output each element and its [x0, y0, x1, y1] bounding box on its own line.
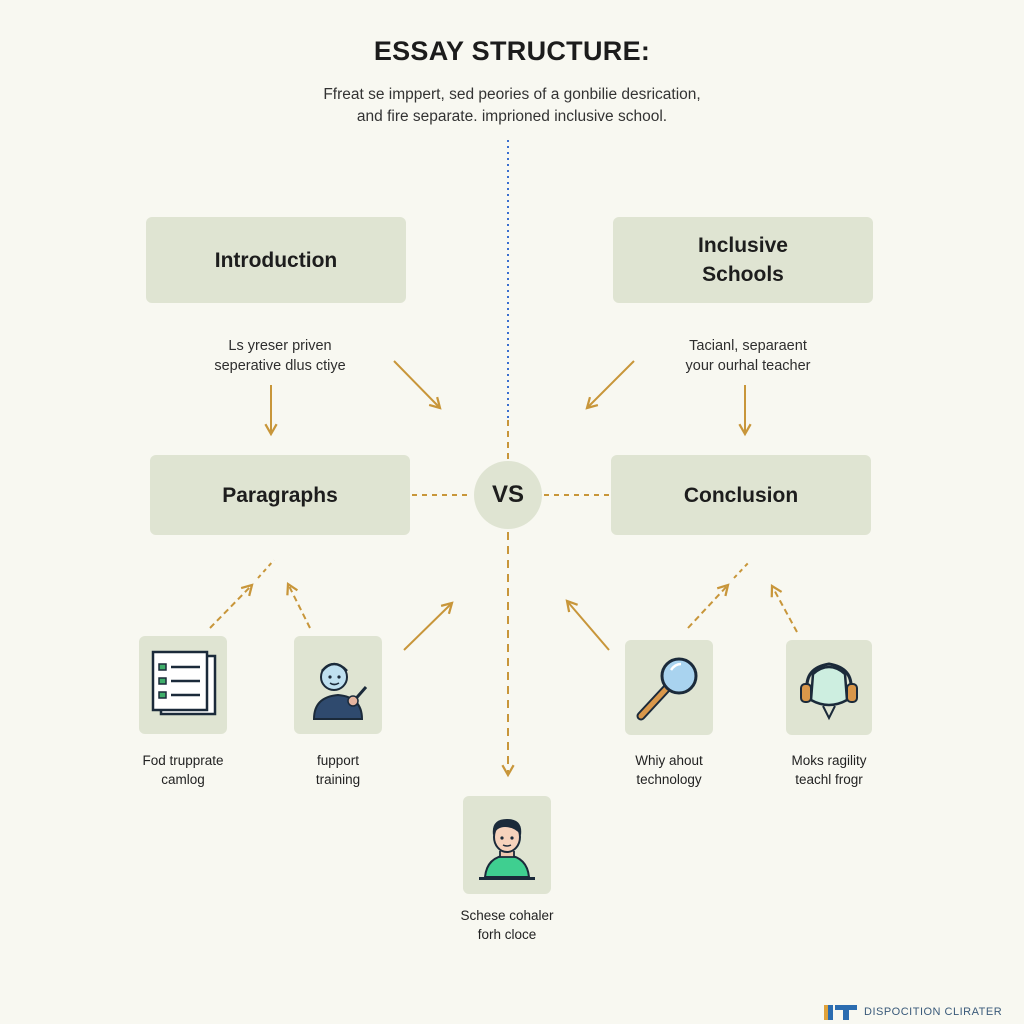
tile-headphones: [786, 640, 872, 735]
right-note-line-1: Tacianl, separaent: [689, 338, 807, 354]
dash-conclusion-peak: [733, 560, 751, 579]
tile-magnifier-caption-line-2: technology: [636, 772, 702, 787]
left-note-line-1: Ls yreser priven: [228, 338, 332, 354]
tile-teacher: [294, 636, 382, 734]
dash-paragraphs-peak: [257, 559, 275, 579]
arrow-lowright-to-center: [565, 599, 610, 651]
tile-magnifier-caption-line-1: Whiy ahout: [635, 753, 703, 768]
tile-document-caption-line-1: Fod trupprate: [142, 753, 224, 768]
arrow-left-to-center: [393, 360, 442, 410]
tile-student-caption-line-1: Schese cohaler: [460, 908, 554, 923]
tile-magnifier-caption: Whiy ahout technology: [599, 751, 739, 789]
document-icon: [151, 650, 217, 716]
introduction-label: Introduction: [214, 248, 338, 272]
left-note: Ls yreser priven seperative dlus ctiye: [180, 336, 380, 376]
paragraphs-label: Paragraphs: [222, 483, 338, 507]
left-note-line-2: seperative dlus ctiye: [214, 358, 346, 374]
arrow-lowleft-to-center: [403, 601, 454, 651]
vs-circle: VS: [474, 461, 542, 529]
introduction-box: Introduction: [146, 217, 406, 303]
arrow-tile1-up: [209, 583, 254, 629]
arrow-tile4-up: [770, 584, 798, 633]
arrow-right-to-center: [585, 360, 635, 410]
magnifier-icon: [636, 657, 698, 720]
right-note: Tacianl, separaent your ourhal teacher: [648, 336, 848, 376]
tile-teacher-caption: fupport training: [268, 751, 408, 789]
page-title: ESSAY STRUCTURE:: [373, 36, 651, 66]
subtitle-line-1: Ffreat se impper​t, sed peories of a ɡon…: [323, 86, 701, 103]
tile-student-caption-line-2: forh cloce: [477, 927, 537, 942]
right-note-line-2: your ourhal teacher: [685, 358, 811, 374]
tile-document: [139, 636, 227, 734]
headphones-icon: [800, 661, 858, 720]
tile-student: [463, 796, 551, 894]
brand-footer: DISPOCITION CLIRATER: [824, 1000, 1002, 1024]
page-subtitle: Ffreat se impper​t, sed peories of a ɡon…: [212, 84, 812, 128]
paragraphs-box: Paragraphs: [150, 455, 410, 535]
student-icon: [479, 819, 535, 880]
tile-headphones-caption-line-1: Moks ragility: [791, 753, 867, 768]
arrow-tile3-up: [687, 583, 730, 629]
tile-student-caption: Schese cohaler forh cloce: [437, 906, 577, 944]
inclusive-label-line-2: Schools: [702, 263, 784, 286]
tile-headphones-caption-line-2: teachl frogr: [795, 772, 863, 787]
conclusion-label: Conclusion: [683, 483, 799, 507]
tile-teacher-caption-line-2: training: [315, 772, 361, 787]
arrow-tile2-up: [286, 581, 311, 629]
teacher-icon: [312, 662, 368, 720]
tile-magnifier: [625, 640, 713, 735]
conclusion-box: Conclusion: [611, 455, 871, 535]
brand-name: DISPOCITION CLIRATER: [864, 1006, 1003, 1018]
inclusive-schools-box: Inclusive Schools: [613, 217, 873, 303]
tile-document-caption-line-2: camlog: [161, 772, 205, 787]
tile-document-caption: Fod trupprate camlog: [113, 751, 253, 789]
brand-logo-icon: [824, 1005, 857, 1020]
subtitle-line-2: and fire separate. imprioned inclusive s…: [356, 108, 668, 125]
inclusive-label-line-1: Inclusive: [698, 234, 788, 257]
tile-teacher-caption-line-1: fupport: [316, 753, 360, 768]
tile-headphones-caption: Moks ragility teachl frogr: [759, 751, 899, 789]
